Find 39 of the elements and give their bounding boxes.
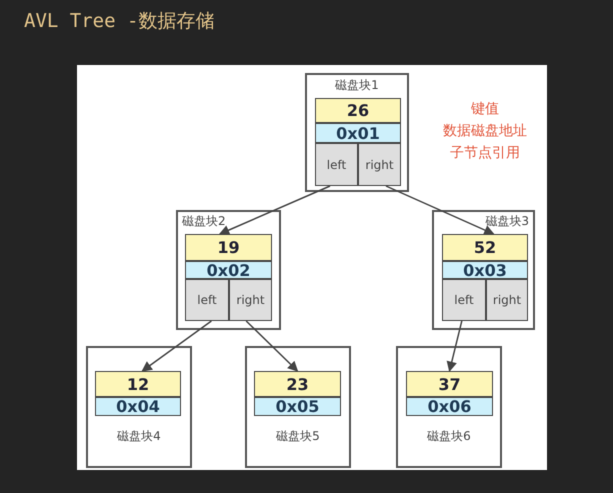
arrow (246, 320, 298, 372)
note-text: 子节点引用 (449, 144, 521, 162)
address-cell: 0x03 (442, 261, 528, 279)
pointer-cell: left (315, 143, 358, 186)
address-cell: 0x02 (185, 261, 272, 279)
pointer-cell: left (185, 279, 229, 321)
block-label: 磁盘块4 (116, 428, 162, 445)
key-cell: 12 (95, 371, 181, 397)
key-cell: 23 (254, 371, 341, 397)
address-cell: 0x01 (315, 123, 401, 143)
arrow (386, 185, 495, 235)
block-label: 磁盘块1 (334, 77, 380, 94)
arrow (446, 320, 463, 372)
key-cell: 37 (406, 371, 493, 397)
key-cell: 52 (442, 234, 528, 261)
block-label: 磁盘块5 (275, 428, 321, 445)
disk-block (245, 346, 351, 468)
note-text: 数据磁盘地址 (442, 122, 528, 140)
disk-block (396, 346, 502, 468)
note-text: 键值 (470, 100, 500, 118)
title: AVL Tree -数据存储 (24, 9, 214, 34)
address-cell: 0x05 (254, 397, 341, 416)
disk-block (432, 210, 535, 330)
pointer-cell: right (486, 279, 528, 321)
disk-block (176, 210, 281, 330)
pointer-cell: left (442, 279, 486, 321)
address-cell: 0x06 (406, 397, 493, 416)
arrow (218, 185, 330, 236)
address-cell: 0x04 (95, 397, 181, 416)
key-cell: 19 (185, 234, 272, 261)
disk-block (305, 73, 409, 192)
pointer-cell: right (358, 143, 401, 186)
arrow (141, 320, 212, 372)
pointer-cell: right (229, 279, 272, 321)
disk-block (86, 346, 192, 468)
key-cell: 26 (315, 98, 401, 123)
block-label: 磁盘块3 (485, 213, 529, 230)
block-label: 磁盘块2 (182, 213, 226, 230)
block-label: 磁盘块6 (426, 428, 472, 445)
